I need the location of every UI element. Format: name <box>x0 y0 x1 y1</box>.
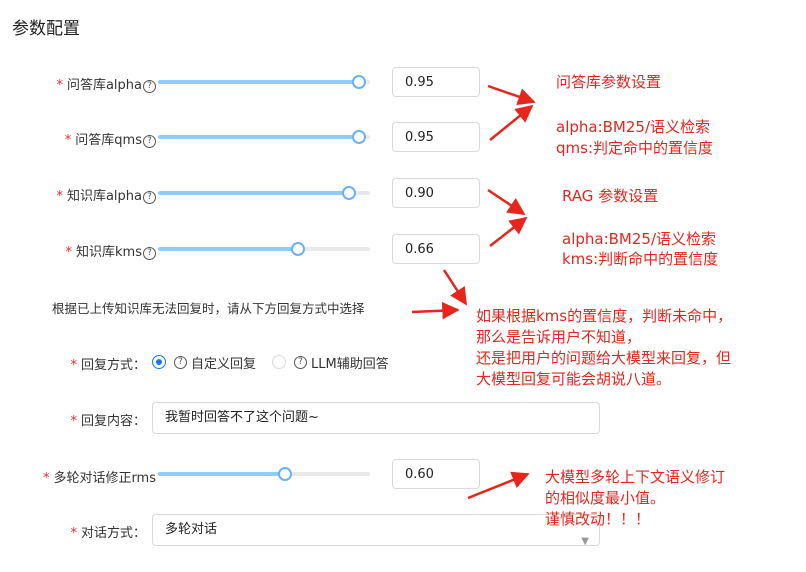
arrow-kb-kms <box>489 216 528 247</box>
arrow-kb-alpha <box>487 188 526 216</box>
slider-value-input-0[interactable]: 0.95 <box>392 67 480 97</box>
question-circle-icon: ? <box>294 355 308 369</box>
slider-fill <box>158 247 298 251</box>
slider-fill <box>158 135 360 139</box>
question-circle-icon[interactable]: ? <box>143 191 156 204</box>
radio-custom-reply-label: 自定义回复 <box>191 356 257 372</box>
slider-handle[interactable] <box>290 242 305 256</box>
slider-track-3[interactable] <box>158 242 370 256</box>
slider-value-input-2[interactable]: 0.90 <box>392 178 480 208</box>
slider-value-input-3[interactable]: 0.66 <box>392 234 480 264</box>
slider-track-1[interactable] <box>158 130 370 144</box>
radio-llm-assist[interactable] <box>272 355 287 369</box>
reply-content-input[interactable]: 我暂时回答不了这个问题~ <box>152 402 600 434</box>
chevron-down-icon[interactable]: ▼ <box>581 536 589 547</box>
multi-turn-rms-label: *多轮对话修正rms <box>42 471 156 486</box>
annotation-qa-title: 问答库参数设置 <box>556 73 662 91</box>
annotation-rag-title: RAG 参数设置 <box>562 187 659 205</box>
slider-handle[interactable] <box>352 130 367 144</box>
question-circle-icon[interactable]: ? <box>143 135 156 148</box>
slider-fill <box>158 191 349 195</box>
question-circle-icon[interactable]: ? <box>143 80 156 93</box>
annotation-rag-kms: kms:判断命中的置信度 <box>562 250 719 268</box>
multi-turn-rms-slider[interactable] <box>158 467 370 481</box>
slider-label-2: *知识库alpha? <box>10 185 156 204</box>
multi-turn-rms-input[interactable]: 0.60 <box>392 459 480 489</box>
arrow-rms <box>467 471 530 500</box>
slider-handle[interactable] <box>352 75 367 89</box>
reply-content-label: *回复内容： <box>70 414 146 429</box>
slider-handle[interactable] <box>278 467 293 481</box>
slider-fill <box>158 80 360 84</box>
slider-label-0: *问答库alpha? <box>10 74 156 93</box>
slider-value-input-1[interactable]: 0.95 <box>392 122 480 152</box>
reply-mode-label: *回复方式： <box>70 358 146 373</box>
slider-label-1: *问答库qms? <box>10 129 156 148</box>
slider-track-2[interactable] <box>158 186 370 200</box>
radio-custom-reply[interactable] <box>152 355 166 369</box>
annotation-rag-alpha: alpha:BM25/语义检索 <box>562 230 717 248</box>
dialog-mode-select[interactable]: 多轮对话 ▼ <box>152 514 600 547</box>
annotation-qa-alpha: alpha:BM25/语义检索 <box>556 118 711 136</box>
arrow-qa-alpha <box>487 84 536 106</box>
annotation-fallback: 如果根据kms的置信度，判断未命中， 那么是告诉用户不知道， 还是把用户的问题给… <box>476 307 733 388</box>
dialog-mode-value: 多轮对话 <box>165 522 218 537</box>
slider-handle[interactable] <box>341 186 356 200</box>
reply-mode-radio-group: ? 自定义回复 ? LLM辅助回答 <box>152 350 389 374</box>
question-circle-icon[interactable]: ? <box>143 247 156 260</box>
arrow-fallback-note <box>411 301 460 320</box>
dialog-mode-label: *对话方式： <box>70 526 146 541</box>
slider-label-3: *知识库kms? <box>10 241 156 260</box>
annotation-qa-qms: qms:判定命中的置信度 <box>556 139 714 157</box>
slider-fill <box>158 472 286 476</box>
slider-track-0[interactable] <box>158 75 370 89</box>
fallback-note: 根据已上传知识库无法回复时，请从下方回复方式中选择 <box>52 301 365 316</box>
arrow-qa-qms <box>489 104 534 141</box>
page-title: 参数配置 <box>12 19 80 39</box>
arrow-kms-note <box>442 269 468 306</box>
annotation-rms: 大模型多轮上下文语义修订 的相似度最小值。 谨慎改动！！！ <box>545 468 726 528</box>
radio-llm-assist-label: LLM辅助回答 <box>311 356 389 372</box>
question-circle-icon: ? <box>174 355 187 369</box>
